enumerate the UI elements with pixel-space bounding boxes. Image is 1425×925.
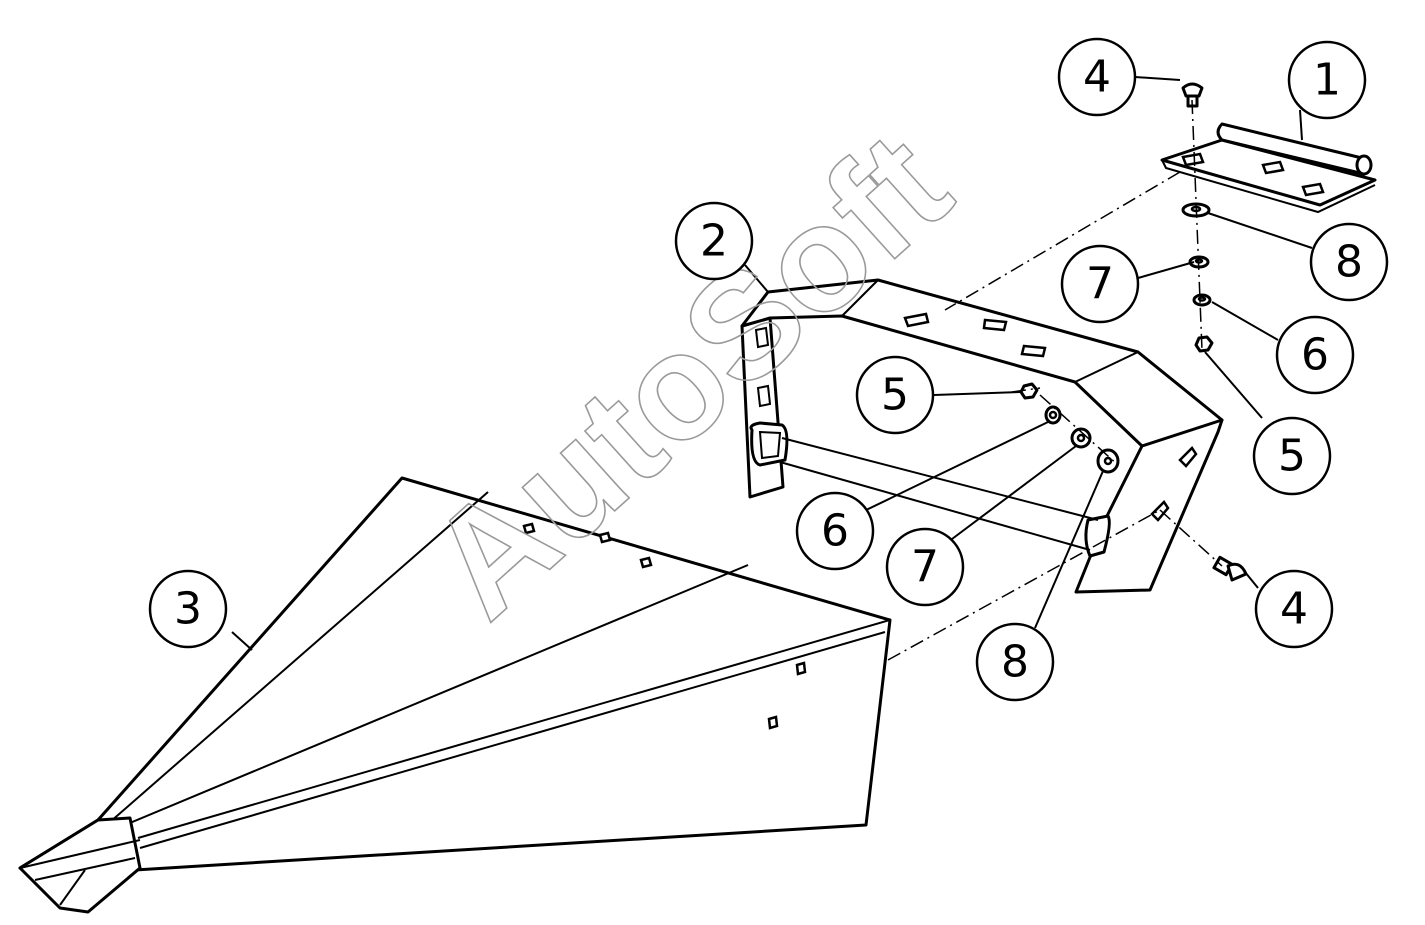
callout-8-right: 8 (1309, 222, 1389, 302)
callout-1-label: 1 (1313, 55, 1341, 106)
callout-4-bottom: 4 (1254, 569, 1334, 649)
bolt-4-bottom (1212, 555, 1248, 582)
callout-7-right-label: 7 (1086, 259, 1114, 310)
washer-6-right (1192, 293, 1212, 307)
callout-2: 2 (674, 201, 754, 281)
callout-4-top: 4 (1057, 37, 1137, 117)
callout-2-label: 2 (700, 216, 728, 267)
callout-5-right-label: 5 (1278, 431, 1306, 482)
callout-3-label: 3 (174, 584, 202, 635)
callout-6-right: 6 (1275, 315, 1355, 395)
callout-7-left: 7 (885, 527, 965, 607)
washer-6-left (1044, 405, 1062, 425)
callout-6-left-label: 6 (821, 506, 849, 557)
washer-7-left (1070, 427, 1092, 449)
callout-1: 1 (1287, 40, 1367, 120)
callout-5-left: 5 (855, 355, 935, 435)
callout-5-right: 5 (1252, 416, 1332, 496)
callout-8-left: 8 (975, 622, 1055, 702)
part-2-bracket (740, 278, 1224, 594)
leader-lines (231, 76, 1313, 651)
part-3-cone-guard (18, 476, 892, 914)
washer-8-left (1096, 448, 1120, 474)
callout-8-right-label: 8 (1335, 237, 1363, 288)
part-1-hinge (1160, 122, 1377, 214)
callout-4-top-label: 4 (1083, 52, 1111, 103)
callout-6-right-label: 6 (1301, 330, 1329, 381)
callout-6-left: 6 (795, 491, 875, 571)
callout-8-left-label: 8 (1001, 637, 1029, 688)
callout-4-bottom-label: 4 (1280, 584, 1308, 635)
callout-5-left-label: 5 (881, 370, 909, 421)
callout-7-left-label: 7 (911, 542, 939, 593)
callout-7-right: 7 (1060, 244, 1140, 324)
callout-3: 3 (148, 569, 228, 649)
nut-5-right (1194, 335, 1214, 353)
